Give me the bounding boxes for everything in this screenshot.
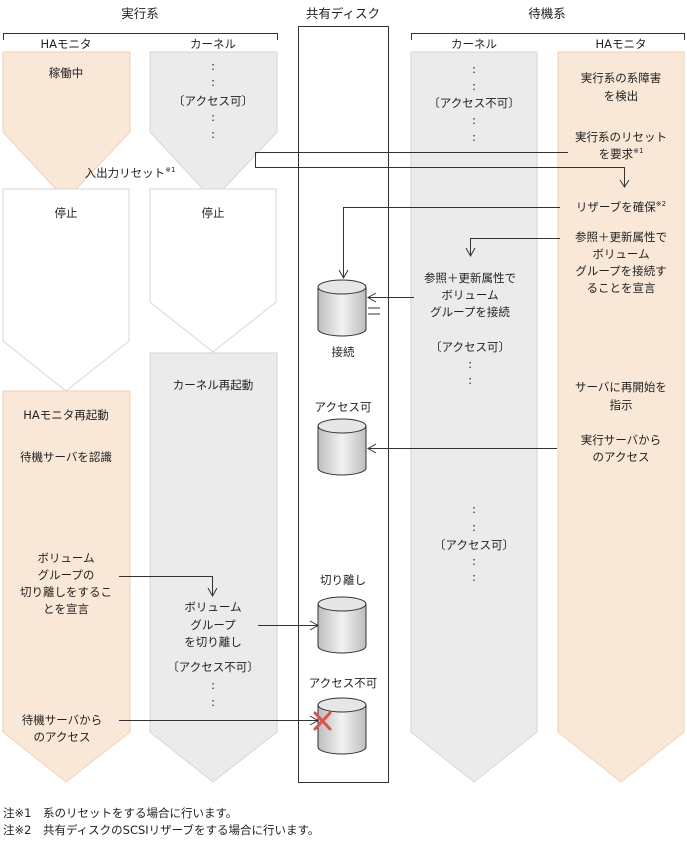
left-ha-declare-detach: ボリューム (37, 551, 94, 565)
subheader-right-kernel: カーネル (451, 37, 497, 51)
dots: : (472, 554, 476, 568)
left-ha-declare-detach: とを宣言 (43, 602, 89, 616)
left-ha-declare-detach: 切り離しをするこ (20, 585, 112, 599)
footnote-1: 注※1 系のリセットをする場合に行います。 (3, 806, 237, 820)
right-kernel-access-ok: 〔アクセス可〕 (430, 340, 510, 354)
arrowhead (465, 247, 476, 258)
arrowhead (366, 292, 377, 303)
declare-connect-arrow (470, 238, 560, 256)
reset-arrow (255, 152, 625, 187)
bracket-standby (411, 33, 685, 40)
left-kernel-restart-block (149, 352, 278, 783)
right-ha-reserve: リザーブを確保※2 (576, 200, 666, 214)
right-ha-active-access: 実行サーバから (581, 433, 661, 447)
left-kernel-detach: グループ (190, 618, 236, 632)
declare-detach-arrow (119, 576, 213, 596)
left-ha-standby-access: 待機サーバから (22, 713, 102, 727)
dots: : (472, 79, 476, 93)
arrowhead (309, 620, 320, 631)
dots: : (211, 59, 215, 73)
disk-access-ng-label: アクセス不可 (309, 676, 377, 690)
left-ha-restart-block (2, 390, 131, 783)
left-ha-standby-access: のアクセス (34, 730, 91, 744)
dots: : (472, 502, 476, 516)
left-ha-running-block (2, 51, 131, 201)
right-ha-active-access: のアクセス (593, 450, 650, 464)
header-active: 実行系 (121, 6, 159, 21)
disk-access-ok-icon (317, 418, 367, 476)
disk-connected-label: 接続 (332, 345, 355, 359)
left-kernel-access-ok: 〔アクセス可〕 (173, 94, 253, 108)
bracket-active (3, 33, 278, 40)
subheader-left-ha: HAモニタ (40, 37, 91, 51)
left-kernel-detach: を切り離し (184, 635, 242, 649)
dots: : (472, 570, 476, 584)
arrowhead (207, 587, 218, 598)
disk-detached-label: 切り離し (320, 573, 366, 587)
left-kernel-stopped-block (149, 188, 277, 353)
left-ha-stopped-block (2, 188, 130, 392)
reserve-arrow (343, 207, 560, 278)
dots: : (211, 127, 215, 141)
dots: : (468, 373, 472, 387)
arrows (119, 152, 630, 726)
connection-lines (368, 307, 380, 315)
right-kernel-connect: グループを接続 (430, 305, 510, 319)
left-ha-recognize: 待機サーバを認識 (20, 450, 112, 464)
arrowhead (309, 715, 320, 726)
shared-disk-lane (298, 26, 389, 783)
header-disk: 共有ディスク (306, 6, 380, 21)
dots: : (211, 695, 215, 709)
right-kernel-access-ng: 〔アクセス不可〕 (428, 96, 519, 110)
dots: : (472, 113, 476, 127)
left-ha-declare-detach: グループの (38, 568, 95, 582)
right-ha-restart-server: 指示 (610, 398, 633, 412)
left-kernel-detach: ボリューム (184, 600, 241, 614)
access-denied-x-icon (313, 711, 332, 731)
dots: : (211, 75, 215, 89)
subheader-left-kernel: カーネル (190, 37, 236, 51)
right-ha-reset-request: を要求※1 (599, 147, 644, 161)
right-ha-detect: 実行系の系障害 (581, 71, 662, 85)
right-ha-declare-connect: ボリューム (592, 247, 649, 261)
left-ha-restart: HAモニタ再起動 (23, 408, 109, 422)
dots: : (211, 110, 215, 124)
dots: : (472, 520, 476, 534)
right-ha-declare-connect: グループを接続す (575, 264, 666, 278)
left-kernel-access-ng: 〔アクセス不可〕 (167, 660, 258, 674)
dots: : (472, 130, 476, 144)
dots: : (472, 62, 476, 76)
right-ha-restart-server: サーバに再開始を (575, 380, 667, 394)
arrowhead (338, 269, 349, 280)
right-kernel-connect: ボリューム (441, 288, 498, 302)
io-reset-label: 入出力リセット※1 (85, 166, 176, 180)
right-ha-declare-connect: 参照＋更新属性で (575, 230, 667, 244)
left-ha-running: 稼働中 (49, 66, 84, 80)
left-kernel-stopped: 停止 (202, 206, 225, 220)
disk-connected-icon (317, 279, 367, 337)
left-kernel-restart: カーネル再起動 (173, 378, 254, 392)
right-kernel-connect: 参照＋更新属性で (424, 271, 516, 285)
left-kernel-running-block (149, 51, 278, 201)
subheader-right-ha: HAモニタ (595, 37, 646, 51)
right-kernel-access-ok: 〔アクセス可〕 (434, 538, 514, 552)
right-ha-reset-request: 実行系のリセット (575, 130, 667, 144)
arrowhead (619, 179, 630, 188)
right-ha-declare-connect: ることを宣言 (587, 281, 656, 295)
right-kernel-block (410, 51, 538, 783)
dots: : (468, 357, 472, 371)
header-standby: 待機系 (528, 6, 566, 21)
footnote-2: 注※2 共有ディスクのSCSIリザーブをする場合に行います。 (3, 823, 319, 837)
arrowhead (366, 443, 377, 454)
dots: : (211, 678, 215, 692)
disk-detached-icon (317, 596, 367, 654)
left-ha-stopped: 停止 (55, 206, 78, 220)
right-ha-detect: を検出 (604, 89, 639, 103)
disk-access-ok-label: アクセス可 (315, 400, 372, 414)
right-ha-block (557, 51, 685, 783)
